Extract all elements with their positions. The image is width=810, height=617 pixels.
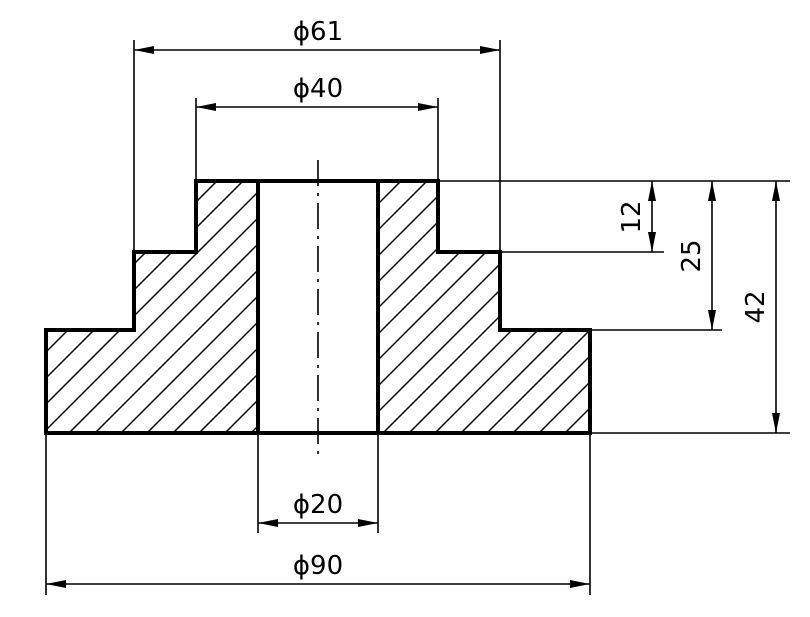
hatch-line <box>378 181 590 433</box>
dim-label-20: ϕ20 <box>293 490 343 520</box>
hatch-line <box>155 181 258 433</box>
hatch-line <box>378 181 501 433</box>
hatch-line <box>378 181 579 433</box>
dim-label-25: 25 <box>677 239 707 272</box>
dim-label-90: ϕ90 <box>293 551 343 581</box>
dim-label-12: 12 <box>617 200 647 233</box>
dim-label-42: 42 <box>741 290 771 323</box>
hatch-line <box>378 181 475 433</box>
hatch-line <box>103 181 258 433</box>
hatch-line <box>469 181 590 433</box>
hatch-line <box>495 181 590 433</box>
hatch-line <box>51 181 258 433</box>
hatch-line <box>378 181 590 433</box>
hatch-left <box>0 160 258 450</box>
hatch-line <box>378 181 590 433</box>
hatch-line <box>378 181 553 433</box>
hatch-line <box>77 181 258 433</box>
hatch-line <box>46 181 109 433</box>
hatch-right <box>378 181 590 433</box>
hatch-line <box>0 160 30 450</box>
dim-label-40: ϕ40 <box>293 74 343 104</box>
hatch-line <box>417 181 590 433</box>
section-right-outline <box>376 179 592 435</box>
hatch-line <box>46 181 258 433</box>
hatch-line <box>129 181 258 433</box>
hatch-line <box>46 181 135 433</box>
hatch-line <box>378 181 527 433</box>
hatch-line <box>573 181 590 433</box>
hatch-line <box>521 181 590 433</box>
hatch-line <box>378 181 449 433</box>
hatch-line <box>46 181 187 433</box>
hatch-line <box>181 181 258 433</box>
hatch-line <box>207 181 258 433</box>
hatch-line <box>46 181 239 433</box>
section-left-outline <box>44 179 260 435</box>
hatch-line <box>46 181 258 433</box>
dim-label-61: ϕ61 <box>293 17 343 47</box>
hatch-line <box>46 181 213 433</box>
